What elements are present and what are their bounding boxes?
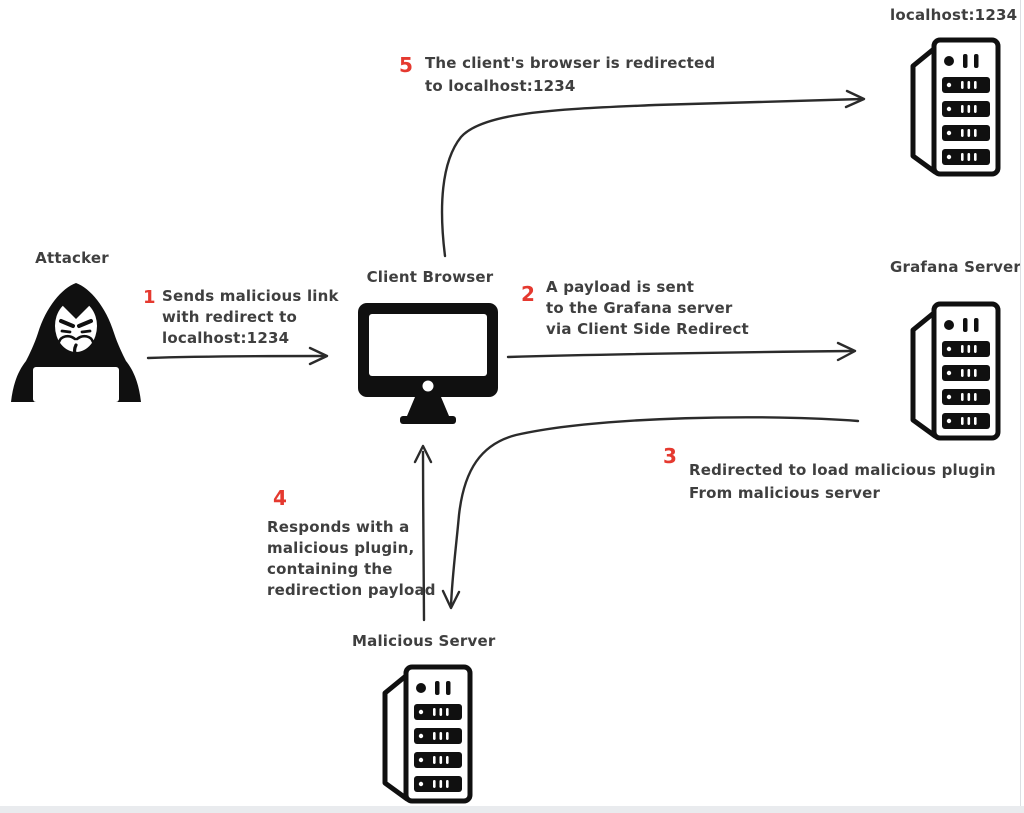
arrow-step4: [421, 450, 426, 622]
step-4-text: Responds with a malicious plugin, contai…: [267, 518, 436, 599]
hacker-icon: [11, 283, 141, 402]
arrowhead-step4: [413, 444, 433, 464]
arrowhead-step3: [441, 589, 461, 610]
node-label-localhost: localhost:1234: [890, 6, 1018, 24]
step-1-text: Sends malicious link with redirect to lo…: [162, 287, 339, 347]
step-2-number: 2: [521, 282, 535, 306]
server-icon-localhost: [903, 36, 1003, 178]
step-3-text: Redirected to load malicious plugin From…: [689, 461, 996, 502]
monitor-icon: [358, 303, 498, 424]
page-edge-line: [1020, 0, 1021, 813]
node-label-attacker: Attacker: [35, 249, 109, 267]
step-2-text: A payload is sent to the Grafana server …: [546, 278, 749, 338]
node-label-grafana: Grafana Server: [890, 258, 1022, 276]
arrowhead-step5: [844, 89, 866, 109]
arrowhead-step1: [308, 346, 329, 366]
server-icon-malicious: [375, 663, 475, 805]
arrow-step1: [146, 354, 326, 360]
step-1-number: 1: [143, 287, 156, 308]
step-5-number: 5: [399, 53, 413, 77]
step-5-text: The client's browser is redirected to lo…: [425, 54, 716, 95]
server-icon-grafana: [903, 300, 1003, 442]
arrowhead-step2: [836, 341, 857, 362]
node-label-malicious: Malicious Server: [352, 632, 496, 650]
step-4-number: 4: [273, 486, 287, 510]
arrow-step5: [440, 97, 864, 258]
arrow-step3: [449, 416, 860, 608]
arrow-step2: [506, 349, 854, 359]
step-3-number: 3: [663, 444, 677, 468]
bottom-strip: [0, 806, 1024, 813]
node-label-client-browser: Client Browser: [366, 268, 494, 286]
